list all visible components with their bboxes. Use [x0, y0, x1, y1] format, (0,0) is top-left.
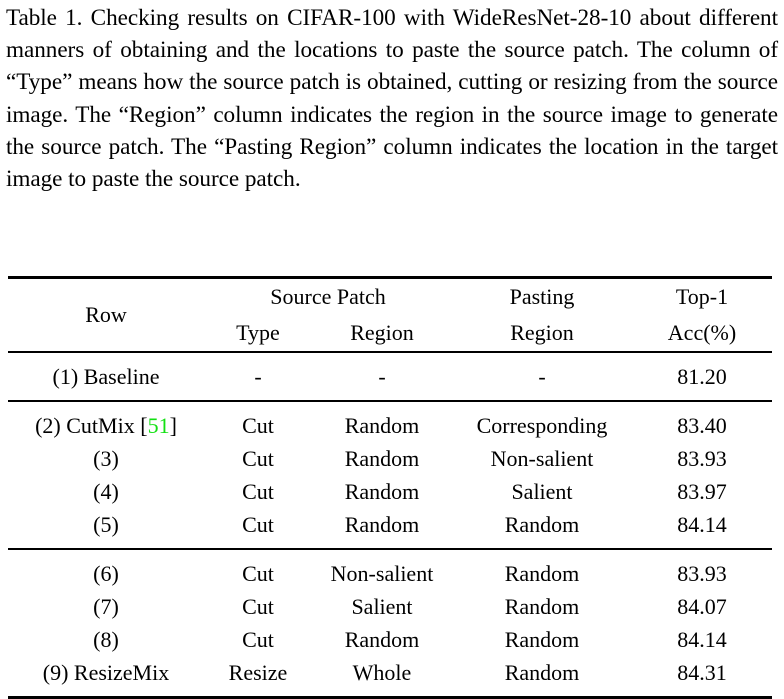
cell-pasting-region: -: [452, 360, 632, 393]
cell-type: Cut: [204, 557, 312, 590]
table-row[interactable]: (1) Baseline---81.20: [8, 360, 772, 393]
header-type: Type: [204, 315, 312, 352]
cell-row-label: (8): [8, 623, 204, 656]
cell-row-label: (6): [8, 557, 204, 590]
cell-row-label: (9) ResizeMix: [8, 656, 204, 689]
cell-type: -: [204, 360, 312, 393]
cell-type: Cut: [204, 409, 312, 442]
cell-pasting-region: Random: [452, 656, 632, 689]
cell-type: Cut: [204, 475, 312, 508]
cell-top1-acc: 83.93: [632, 557, 772, 590]
table-group-spacer-top: [8, 353, 772, 360]
cell-pasting-region: Non-salient: [452, 442, 632, 475]
table-caption-text: Table 1. Checking results on CIFAR-100 w…: [6, 5, 778, 192]
cell-region: Random: [312, 623, 452, 656]
cell-row-label: (4): [8, 475, 204, 508]
cell-pasting-region: Corresponding: [452, 409, 632, 442]
cell-type: Cut: [204, 442, 312, 475]
cell-pasting-region: Random: [452, 623, 632, 656]
cell-row-label: (1) Baseline: [8, 360, 204, 393]
page-root: Table 1. Checking results on CIFAR-100 w…: [0, 0, 784, 674]
table-group-spacer-bottom: [8, 689, 772, 698]
cell-pasting-region: Random: [452, 590, 632, 623]
table-group-spacer-top: [8, 402, 772, 409]
cell-top1-acc: 84.31: [632, 656, 772, 689]
table-caption: Table 1. Checking results on CIFAR-100 w…: [6, 2, 778, 195]
cell-top1-acc: 84.14: [632, 508, 772, 541]
cell-region: Random: [312, 508, 452, 541]
header-top1-line1: Top-1: [632, 279, 772, 315]
header-row: Row: [8, 279, 204, 352]
cell-top1-acc: 84.14: [632, 623, 772, 656]
citation-number[interactable]: 51: [148, 413, 170, 438]
header-pasting-line1: Pasting: [452, 279, 632, 315]
cell-row-label: (3): [8, 442, 204, 475]
cell-type: Resize: [204, 656, 312, 689]
cell-type: Cut: [204, 508, 312, 541]
cell-region: Random: [312, 442, 452, 475]
cell-type: Cut: [204, 623, 312, 656]
header-pasting-line2: Region: [452, 315, 632, 352]
cell-type: Cut: [204, 590, 312, 623]
cell-region: Random: [312, 409, 452, 442]
header-top1-line2: Acc(%): [632, 315, 772, 352]
table-group-spacer-bottom: [8, 541, 772, 549]
cell-pasting-region: Random: [452, 557, 632, 590]
header-region: Region: [312, 315, 452, 352]
cell-pasting-region: Salient: [452, 475, 632, 508]
cell-top1-acc: 83.97: [632, 475, 772, 508]
table-group-spacer-top: [8, 550, 772, 557]
cell-row-label: (5): [8, 508, 204, 541]
cell-row-label: (7): [8, 590, 204, 623]
cell-top1-acc: 81.20: [632, 360, 772, 393]
table-group-spacer-bottom: [8, 393, 772, 401]
cell-row-label: (2) CutMix [51]: [8, 409, 204, 442]
cell-region: Non-salient: [312, 557, 452, 590]
cell-region: Salient: [312, 590, 452, 623]
cell-region: Random: [312, 475, 452, 508]
header-source-patch: Source Patch: [204, 279, 452, 315]
cell-top1-acc: 83.93: [632, 442, 772, 475]
cell-region: Whole: [312, 656, 452, 689]
cell-region: -: [312, 360, 452, 393]
cell-top1-acc: 83.40: [632, 409, 772, 442]
cell-pasting-region: Random: [452, 508, 632, 541]
cell-top1-acc: 84.07: [632, 590, 772, 623]
